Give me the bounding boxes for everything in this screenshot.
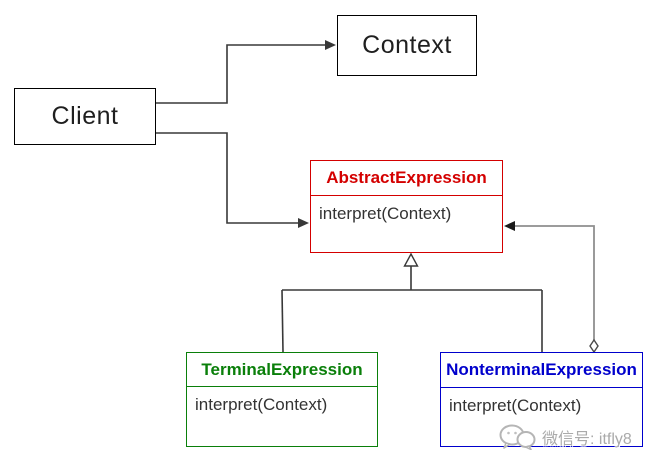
- arrowhead-icon: [325, 40, 336, 50]
- hollow-triangle-icon: [403, 252, 419, 267]
- class-box-terminal-expression: TerminalExpression interpret(Context): [186, 352, 378, 447]
- class-box-abstract-expression: AbstractExpression interpret(Context): [310, 160, 503, 253]
- watermark: 微信号: itfly8: [498, 421, 632, 452]
- method-nonterminal-interpret: interpret(Context): [449, 396, 582, 415]
- association-client-abstractexpression: [156, 132, 309, 228]
- method-abstract-interpret: interpret(Context): [319, 204, 452, 223]
- class-box-client: Client: [14, 88, 156, 145]
- watermark-text: 微信号: itfly8: [542, 430, 632, 448]
- association-client-context: [156, 40, 336, 104]
- class-name-nonterminal-expression: NonterminalExpression: [441, 353, 642, 388]
- arrowhead-icon: [298, 218, 309, 228]
- generalization-links: [281, 252, 543, 353]
- wechat-icon: [499, 424, 536, 450]
- class-name-abstract-expression: AbstractExpression: [311, 161, 502, 196]
- aggregation-diamond-icon: [589, 338, 599, 354]
- class-name-terminal-expression: TerminalExpression: [187, 353, 377, 387]
- method-terminal-interpret: interpret(Context): [195, 395, 328, 414]
- class-box-nonterminal-expression: NonterminalExpression interpret(Context): [440, 352, 643, 447]
- arrowhead-icon: [504, 221, 515, 231]
- class-box-context: Context: [337, 15, 477, 76]
- class-name-client: Client: [51, 102, 119, 130]
- aggregation-nonterminal-abstractexpression: [504, 221, 599, 354]
- class-name-context: Context: [362, 31, 452, 59]
